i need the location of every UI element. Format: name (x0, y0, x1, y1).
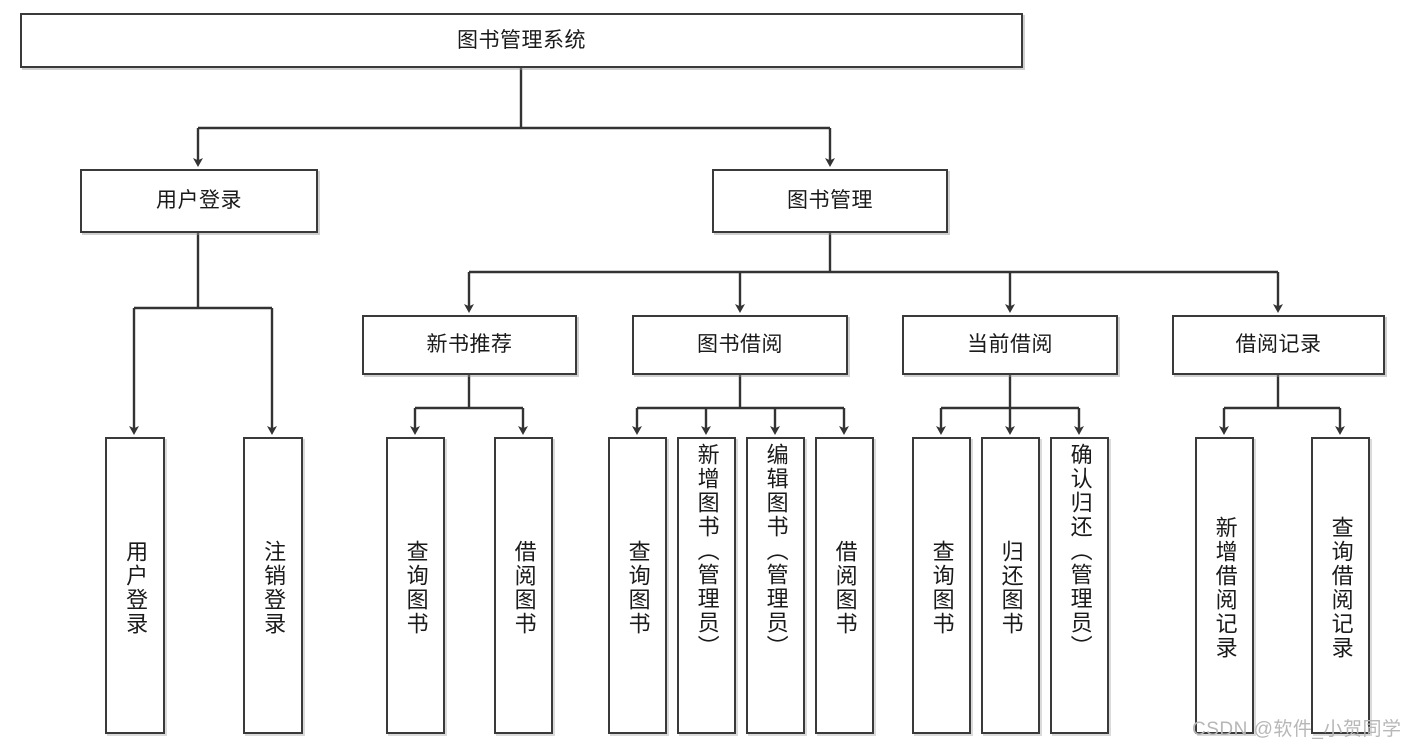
leaf-query-book-borrow[interactable]: 查询图书 (608, 437, 667, 734)
node-book-borrow[interactable]: 图书借阅 (632, 315, 848, 375)
node-label: 图书管理系统 (457, 28, 586, 52)
node-label: 用户登录 (156, 189, 242, 213)
leaf-label: 新增借阅记录 (1212, 515, 1238, 660)
node-label: 新书推荐 (426, 333, 513, 357)
csdn-watermark: CSDN @软件_小贺同学 (1192, 719, 1402, 740)
leaf-label: 确认归还（管理员） (1067, 443, 1093, 659)
leaf-label: 归还图书 (998, 539, 1024, 636)
leaf-label: 借阅图书 (832, 539, 858, 636)
leaf-query-book-current[interactable]: 查询图书 (912, 437, 971, 734)
leaf-label: 查询图书 (403, 539, 429, 636)
leaf-logout-login[interactable]: 注销登录 (243, 437, 303, 734)
leaf-edit-book-admin[interactable]: 编辑图书（管理员） (746, 437, 805, 734)
leaf-user-login[interactable]: 用户登录 (105, 437, 165, 734)
leaf-confirm-return-admin[interactable]: 确认归还（管理员） (1050, 437, 1109, 734)
leaf-label: 借阅图书 (511, 539, 537, 636)
leaf-add-borrow-record[interactable]: 新增借阅记录 (1195, 437, 1254, 734)
leaf-label: 注销登录 (261, 539, 287, 636)
node-label: 图书借阅 (697, 333, 783, 357)
node-current-borrow[interactable]: 当前借阅 (902, 315, 1118, 375)
node-label: 借阅记录 (1235, 333, 1322, 357)
leaf-borrow-book[interactable]: 借阅图书 (815, 437, 874, 734)
node-borrow-record[interactable]: 借阅记录 (1172, 315, 1385, 375)
leaf-query-book-recommend[interactable]: 查询图书 (386, 437, 445, 734)
leaf-label: 用户登录 (123, 539, 149, 636)
node-label: 图书管理 (787, 189, 873, 213)
leaf-query-borrow-record[interactable]: 查询借阅记录 (1311, 437, 1370, 734)
node-new-book-recommend[interactable]: 新书推荐 (362, 315, 577, 375)
leaf-label: 新增图书（管理员） (694, 443, 720, 659)
leaf-label: 查询图书 (625, 539, 651, 636)
node-label: 当前借阅 (967, 333, 1053, 357)
node-book-management[interactable]: 图书管理 (712, 169, 948, 233)
leaf-add-book-admin[interactable]: 新增图书（管理员） (677, 437, 736, 734)
leaf-label: 查询图书 (929, 539, 955, 636)
leaf-return-book[interactable]: 归还图书 (981, 437, 1040, 734)
node-root-book-management-system[interactable]: 图书管理系统 (20, 13, 1023, 68)
leaf-borrow-book-recommend[interactable]: 借阅图书 (494, 437, 553, 734)
leaf-label: 查询借阅记录 (1328, 515, 1354, 660)
node-user-login[interactable]: 用户登录 (80, 169, 318, 233)
leaf-label: 编辑图书（管理员） (763, 443, 789, 659)
